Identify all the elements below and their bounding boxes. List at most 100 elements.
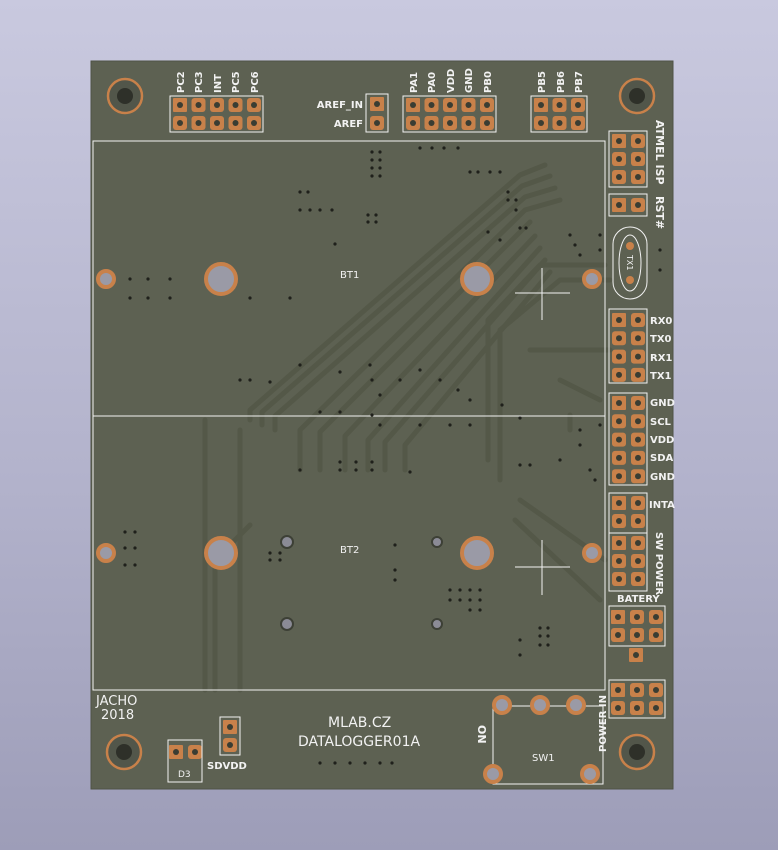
via <box>506 198 510 202</box>
via <box>378 423 382 427</box>
header-pad-hole <box>616 353 622 360</box>
header-pad-hole <box>192 749 198 755</box>
via <box>370 158 374 162</box>
via <box>390 761 394 765</box>
label-pc2: PC2 <box>176 71 187 93</box>
header-pad-hole <box>616 436 622 443</box>
via <box>578 253 582 257</box>
via <box>363 761 367 765</box>
label-i2c-gnd: GND <box>650 398 675 409</box>
via <box>500 403 504 407</box>
via <box>538 626 542 630</box>
via <box>348 761 352 765</box>
crystal-outline <box>618 234 642 292</box>
via <box>518 463 522 467</box>
header-pad-hole <box>616 156 622 162</box>
header-pad-hole <box>538 102 544 108</box>
via <box>468 170 472 174</box>
header-pad-hole <box>177 102 183 108</box>
via <box>368 363 372 367</box>
via <box>458 598 462 602</box>
via <box>288 296 292 300</box>
label-i2c-gnd2: GND <box>650 472 675 483</box>
header-pad-hole <box>616 335 622 342</box>
header-pad-hole <box>635 418 641 425</box>
via <box>398 378 402 382</box>
label-bt1: BT1 <box>340 270 359 281</box>
via <box>338 410 342 414</box>
via <box>546 643 550 647</box>
via <box>578 443 582 447</box>
via <box>573 243 577 247</box>
via <box>468 398 472 402</box>
label-pc6: PC6 <box>250 71 261 93</box>
via <box>538 643 542 647</box>
label-bt2: BT2 <box>340 545 359 556</box>
via <box>518 638 522 642</box>
header-pad-hole <box>653 614 659 620</box>
battery-bt2-outline <box>92 415 606 691</box>
header-pad-hole <box>616 400 622 406</box>
top-left-header-labels: PC2 PC3 INT PC5 PC6 <box>176 71 261 93</box>
via <box>418 423 422 427</box>
header-pad-hole <box>410 120 416 126</box>
crystal-pad <box>626 242 634 250</box>
header-pad-hole <box>634 614 640 620</box>
via <box>374 220 378 224</box>
header-pad-hole <box>214 102 220 108</box>
label-int: INT <box>213 74 224 93</box>
via <box>370 460 374 464</box>
header-pad-hole <box>616 174 622 180</box>
via <box>268 380 272 384</box>
label-pb7: PB7 <box>574 71 585 93</box>
via <box>298 190 302 194</box>
via <box>578 428 582 432</box>
header-pad-hole <box>635 576 641 582</box>
uart-labels: RX0 TX0 RX1 TX1 <box>650 316 672 382</box>
header-pad-hole <box>616 371 622 378</box>
via <box>588 468 592 472</box>
header-pad-hole <box>616 202 622 208</box>
via <box>133 563 137 567</box>
via <box>128 277 132 281</box>
label-brand: MLAB.CZ <box>328 715 391 731</box>
label-sw-power: SW POWER <box>653 532 664 595</box>
label-i2c-vdd: VDD <box>650 435 674 446</box>
header-pad-hole <box>615 705 621 711</box>
header-pad-hole <box>428 120 435 126</box>
via <box>468 608 472 612</box>
header-pad-hole <box>556 102 563 108</box>
via <box>528 463 532 467</box>
header-pad-hole <box>616 540 622 546</box>
header-pad-hole <box>635 317 641 323</box>
via <box>498 238 502 242</box>
via <box>146 277 150 281</box>
via <box>448 588 452 592</box>
via <box>128 296 132 300</box>
header-pad-hole <box>616 317 622 323</box>
label-batery: BATERY <box>617 594 660 605</box>
label-atmel-isp: ATMEL ISP <box>653 120 666 185</box>
via <box>514 198 518 202</box>
header-pad-hole <box>653 705 659 711</box>
via <box>598 423 602 427</box>
via <box>370 413 374 417</box>
label-tx0: TX0 <box>650 334 672 345</box>
vias <box>123 146 662 765</box>
via <box>318 208 322 212</box>
via <box>468 598 472 602</box>
header-pad-hole <box>635 518 641 524</box>
via <box>333 761 337 765</box>
via <box>442 146 446 150</box>
via <box>418 368 422 372</box>
via <box>333 242 337 246</box>
label-pc3: PC3 <box>194 71 205 93</box>
via <box>354 468 358 472</box>
header-pad-hole <box>447 120 453 126</box>
header-pad-hole <box>635 138 641 144</box>
via <box>378 166 382 170</box>
label-pc5: PC5 <box>231 71 242 93</box>
label-gnd: GND <box>464 68 475 93</box>
mounting-holes <box>105 77 656 771</box>
header-pad-hole <box>538 120 544 126</box>
